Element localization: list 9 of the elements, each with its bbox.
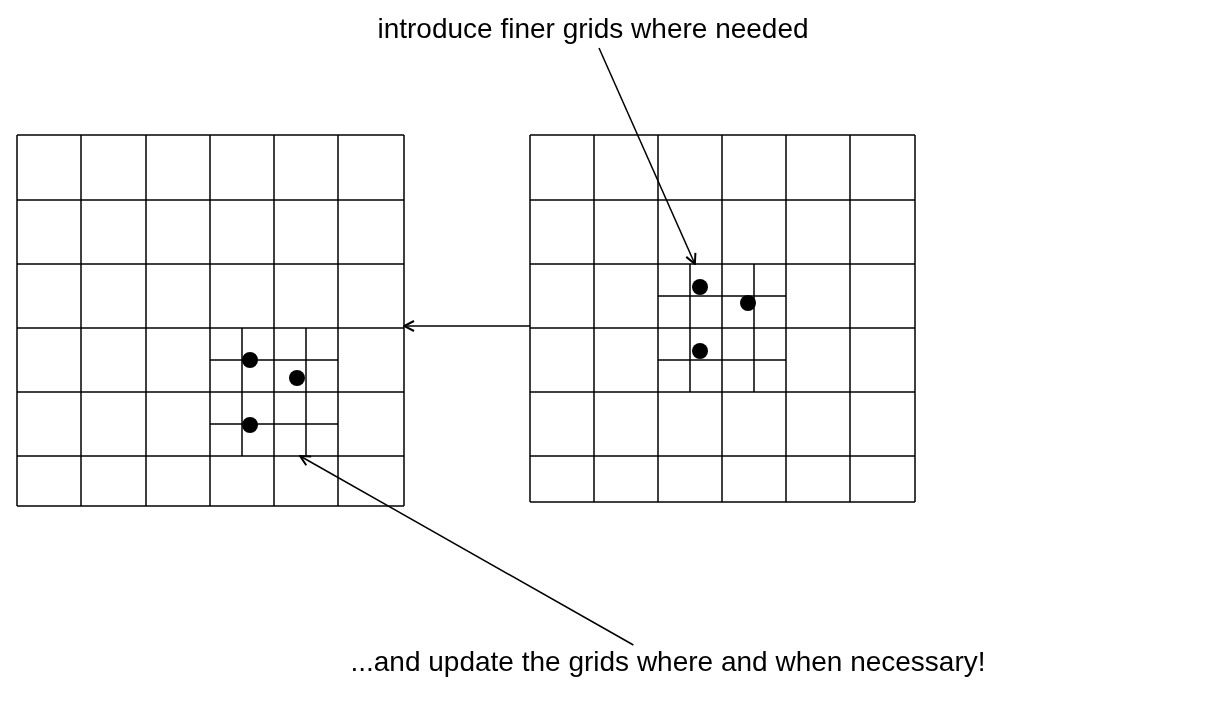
- annotation-text: ...and update the grids where and when necessary!: [318, 645, 1018, 681]
- arrow: [403, 320, 531, 332]
- refined-grid-drawing: [658, 264, 786, 392]
- leader-line: [299, 455, 635, 646]
- grid-drawing: [17, 135, 404, 506]
- leader-line: [598, 47, 697, 265]
- annotation-text: introduce finer grids where needed: [368, 12, 818, 48]
- grid-drawing: [530, 135, 915, 502]
- refined-grid-drawing: [210, 328, 338, 456]
